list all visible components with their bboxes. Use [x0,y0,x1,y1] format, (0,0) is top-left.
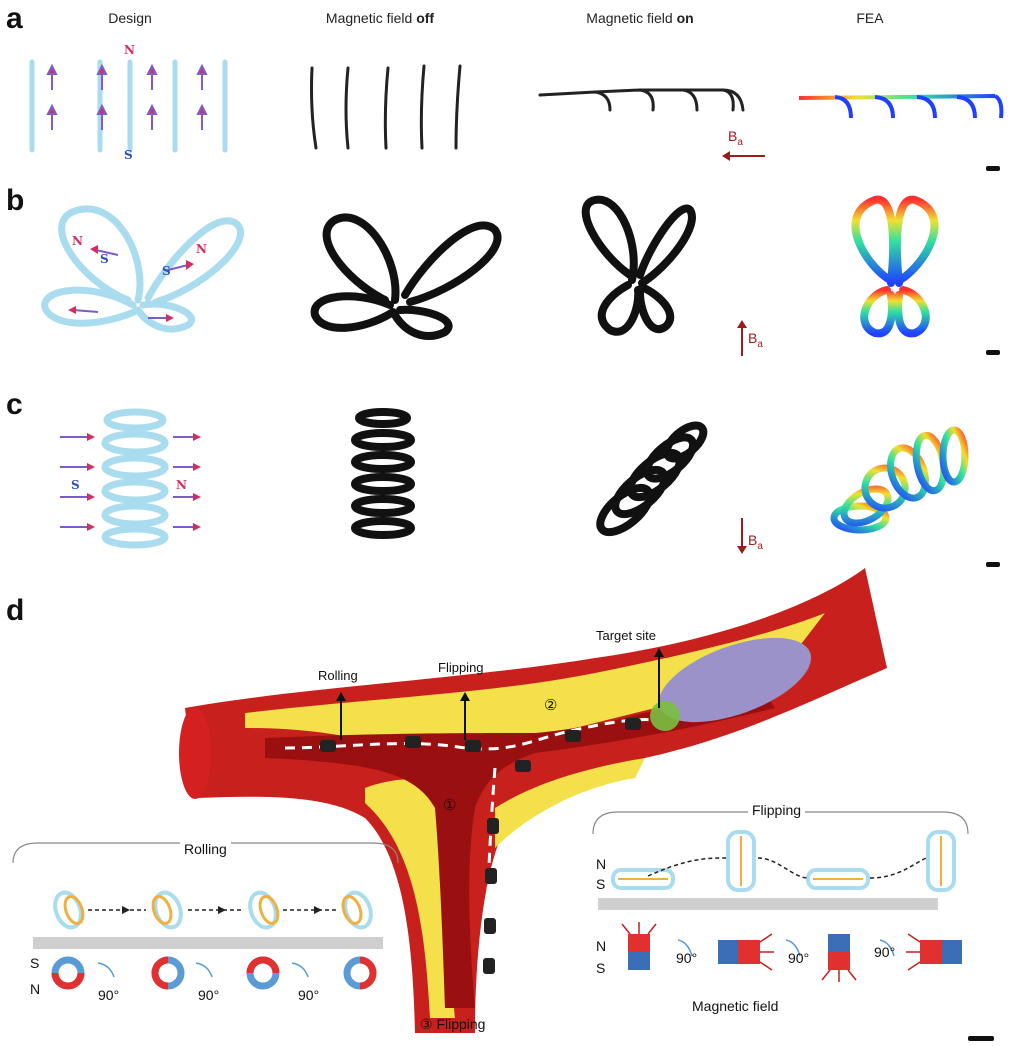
label-target-site: Target site [596,628,656,643]
rolling-inset: Rolling S N 90 [8,835,403,1045]
south-pole-label-c: S [71,478,80,492]
field-arrow-a [722,151,765,161]
north-pole-label-a: N [124,43,135,57]
south-pole-label-a: S [124,148,133,162]
panel-label-c: c [6,388,23,421]
field-indicator-a: Ba [728,128,743,148]
magnetic-field-label: Magnetic field [692,998,779,1014]
rolling-angle-1: 90° [98,987,120,1003]
rolling-angle-2: 90° [198,987,220,1003]
rolling-north-label: N [30,981,41,997]
panel-label-a: a [6,2,23,35]
north-pole-label-b2: N [196,242,207,256]
scale-bar-c [986,562,1000,567]
column-header-fea: FEA [856,10,884,26]
column-header-field-on: Magnetic field on [586,10,694,26]
field-arrow-b [737,320,747,356]
rolling-sequence [53,890,373,930]
panel-label-b: b [6,184,25,217]
field-indicator-b: Ba [748,330,763,350]
south-pole-label-b2: S [162,264,171,278]
flipping-angle-1: 90° [676,950,698,966]
flipping-sequence [611,830,956,892]
rolling-inset-title: Rolling [180,841,231,857]
flipping-ground [598,898,938,910]
north-pole-label-c: N [176,478,187,492]
photo-c-field-off [351,408,415,539]
field-indicator-c: Ba [748,532,763,552]
rolling-rings [51,956,377,990]
flipping-inset-title: Flipping [748,802,806,818]
fea-a-simulation [798,94,1004,119]
panel-label-d: d [6,594,25,627]
fea-c-simulation [830,426,969,534]
field-arrow-c [737,518,747,554]
design-b-flower [41,205,244,333]
design-c-helix [60,408,201,549]
flipping-north-label: N [596,856,607,872]
scale-bar-b [986,350,1000,355]
photo-c-field-on [596,421,708,537]
photo-a-field-on [538,88,745,112]
photo-b-field-on [581,195,696,336]
scale-bar-d [968,1036,994,1041]
flipping-inset: Flipping N S N S 90° 90° [588,800,980,1030]
design-a-comb [29,59,228,153]
column-header-design: Design [108,10,152,26]
photo-b-field-off [310,213,502,340]
fea-b-simulation [851,195,939,338]
label-branch-2: ② [544,697,558,714]
flipping-south-label: S [596,876,606,892]
label-flipping-top: Flipping [438,660,484,675]
column-header-field-off: Magnetic field off [325,10,435,26]
flipping-magnets [621,922,962,982]
flipping-angle-2: 90° [788,950,810,966]
rolling-south-label: S [30,955,40,971]
rolling-angle-3: 90° [298,987,320,1003]
flipping-angle-3: 90° [874,944,896,960]
scale-bar-a [986,166,1000,171]
rolling-ground [33,937,383,949]
label-rolling-top: Rolling [318,668,358,683]
south-pole-label-b1: S [100,252,109,266]
flipping-magnet-north-label: N [596,938,607,954]
photo-a-field-off [310,64,462,150]
flipping-magnet-south-label: S [596,960,606,976]
label-branch-1: ① [443,797,457,814]
blood-vessel-model [179,568,887,1033]
label-branch-3-flipping: ③ Flipping [420,1016,486,1032]
north-pole-label-b1: N [72,234,83,248]
